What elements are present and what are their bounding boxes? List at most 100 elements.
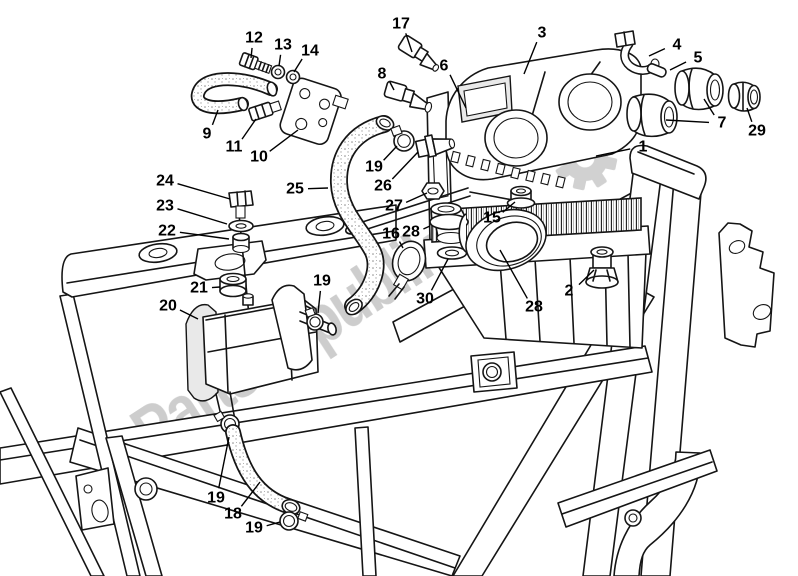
canister-assembly <box>185 190 337 531</box>
callout-leader-19 <box>383 145 398 161</box>
banjo-bolt-part11 <box>248 100 282 122</box>
callout-leader-16 <box>398 241 404 249</box>
callout-label-23: 23 <box>156 198 174 215</box>
callout-label-26: 26 <box>374 178 392 195</box>
airbox-lid-part3 <box>445 48 642 189</box>
intake-sleeve-part7a <box>626 93 678 138</box>
pressure-regulator-part10 <box>279 77 349 146</box>
callout-layer: 17 3 12 13 14 45 8 6 9 11 10 7 29 1 25 19 26 27 24 23 22 21 20… <box>156 16 766 537</box>
callout-leader-25 <box>307 187 329 190</box>
callout-leader-9 <box>211 109 219 126</box>
callout-leader-27 <box>405 192 428 203</box>
callout-label-27: 27 <box>385 198 403 215</box>
callout-label-29: 29 <box>748 123 766 140</box>
callout-leader-7 <box>703 98 715 116</box>
callout-leader-20 <box>179 309 199 320</box>
callout-label-8: 8 <box>378 66 387 83</box>
intake-sleeve-part7b <box>674 67 724 111</box>
hose-clamp-19a <box>390 124 415 152</box>
callout-leader-19 <box>266 521 281 527</box>
nut-part14 <box>285 69 301 85</box>
callout-leader-22 <box>179 231 230 240</box>
callout-label-25: 25 <box>286 181 304 198</box>
callout-leader-6 <box>449 74 467 109</box>
callout-leader-5 <box>669 61 687 71</box>
breather-hose-part9 <box>190 72 278 115</box>
callout-leader-13 <box>278 54 282 67</box>
callout-label-1: 1 <box>639 139 648 156</box>
callout-label-20: 20 <box>159 298 177 315</box>
callout-leader-29 <box>746 107 753 123</box>
rubber-mount-part21 <box>219 272 247 298</box>
callout-label-2: 2 <box>565 283 574 300</box>
rubber-mount-part2 <box>585 246 619 289</box>
callout-label-5: 5 <box>694 50 703 67</box>
callout-leader-1 <box>595 148 631 157</box>
callout-leader-10 <box>269 129 299 152</box>
spacer-part22 <box>232 232 250 254</box>
airbox-assembly <box>344 48 651 349</box>
frame-bracket-plate-left <box>75 467 115 531</box>
washer-part13 <box>270 64 286 80</box>
nut-part27 <box>421 182 445 200</box>
callout-label-4: 4 <box>673 37 682 54</box>
callout-label-30: 30 <box>416 291 434 308</box>
frame-thin-tube-3 <box>105 435 163 576</box>
sensor-part17 <box>397 34 440 72</box>
fitting-part26 <box>414 134 456 158</box>
callout-leader-19 <box>317 290 322 314</box>
callout-leader-11 <box>241 118 257 140</box>
callout-leader-18 <box>240 481 261 507</box>
sleeve-part29 <box>727 81 761 112</box>
callout-leader-28 <box>499 249 528 299</box>
callout-leader-2 <box>578 269 595 286</box>
callout-leader-17 <box>405 33 413 53</box>
callout-label-19: 19 <box>245 520 263 537</box>
callout-label-9: 9 <box>203 126 212 143</box>
callout-leader-30 <box>430 258 449 291</box>
callout-label-6: 6 <box>440 58 449 75</box>
callout-label-17: 17 <box>392 16 410 33</box>
callout-leader-21 <box>211 286 221 289</box>
airbox-lid-teeth <box>450 150 566 189</box>
intake-funnel-part28b <box>458 208 547 272</box>
callout-label-13: 13 <box>274 37 292 54</box>
callout-leader-14 <box>293 58 303 73</box>
callout-label-10: 10 <box>250 149 268 166</box>
pin-part5 <box>646 63 667 78</box>
callout-label-19: 19 <box>207 490 225 507</box>
callout-label-7: 7 <box>718 115 727 132</box>
callout-label-19: 19 <box>365 159 383 176</box>
callout-label-28: 28 <box>525 299 543 316</box>
frame-thin-tube-4 <box>354 426 377 576</box>
callout-label-3: 3 <box>538 25 547 42</box>
callout-label-12: 12 <box>245 30 263 47</box>
callout-leader-19 <box>218 436 230 489</box>
callout-label-21: 21 <box>190 280 208 297</box>
callout-leader-28 <box>423 225 431 230</box>
callout-leader-23 <box>177 208 228 225</box>
callout-leader-12 <box>250 47 253 59</box>
screw-part12 <box>238 52 273 75</box>
callout-label-22: 22 <box>158 223 176 240</box>
breather-hose-part25 <box>329 115 395 316</box>
callout-label-16: 16 <box>382 226 400 243</box>
callout-label-14: 14 <box>301 43 319 60</box>
callout-leader-26 <box>391 151 419 180</box>
canister-side-pipe <box>299 307 337 336</box>
sensor-part8 <box>383 80 433 113</box>
callout-leader-15 <box>502 201 516 213</box>
callout-leader-3 <box>523 41 538 75</box>
callout-label-24: 24 <box>156 173 174 190</box>
bolt-part24 <box>228 190 254 219</box>
callout-label-15: 15 <box>483 210 501 227</box>
callout-leader-7 <box>665 119 710 124</box>
frame-bracket-plate-right <box>718 222 775 348</box>
drain-hose-part18 <box>213 391 309 531</box>
callout-label-11: 11 <box>226 139 243 156</box>
grommet-part15 <box>506 185 536 209</box>
callout-label-19: 19 <box>313 273 331 290</box>
frame-steering-head-cap <box>629 144 707 200</box>
